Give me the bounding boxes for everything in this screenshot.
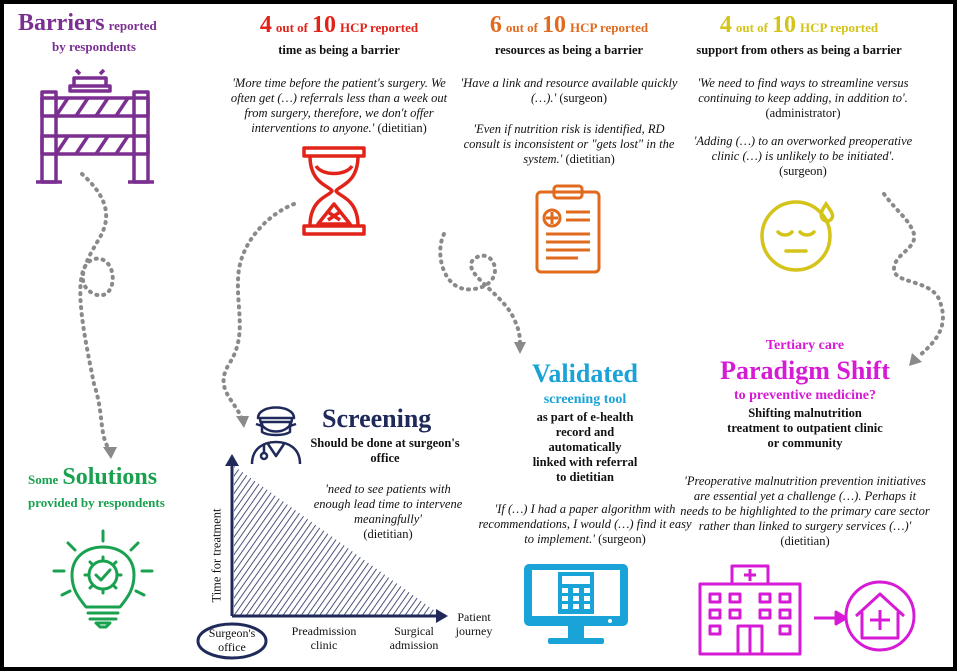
resources-mid: out of bbox=[505, 20, 539, 35]
support-quote1-text: 'We need to find ways to streamline vers… bbox=[697, 76, 909, 105]
infographic-canvas: Barriers reported by respondents 4 out o… bbox=[4, 4, 953, 667]
timeline-diagram bbox=[196, 454, 448, 660]
support-quote2-text: 'Adding (…) to an overworked preoperativ… bbox=[693, 134, 913, 163]
screening-subtitle: Should be done at surgeon's office bbox=[300, 436, 470, 466]
validated-line-1: as part of e-health bbox=[536, 410, 634, 424]
paradigm-quote: 'Preoperative malnutrition prevention in… bbox=[680, 474, 930, 549]
paradigm-subtitle: to preventive medicine? bbox=[733, 388, 877, 403]
validated-line-5: to dietitian bbox=[556, 470, 614, 484]
solutions-title: Solutions bbox=[62, 464, 158, 490]
hospital-to-home-icon bbox=[698, 564, 916, 656]
paradigm-block: Tertiary care Paradigm Shift to preventi… bbox=[690, 338, 920, 451]
paradigm-title: Paradigm Shift bbox=[720, 356, 890, 385]
support-barrier-block: 4 out of 10 HCP reported support from ot… bbox=[674, 12, 924, 58]
paradigm-line-2: treatment to outpatient clinic bbox=[727, 421, 883, 435]
support-mid: out of bbox=[735, 20, 769, 35]
support-suffix: HCP reported bbox=[800, 20, 879, 35]
resources-quote-1: 'Have a link and resource available quic… bbox=[456, 76, 682, 106]
screening-title: Screening bbox=[322, 404, 432, 433]
validated-quote-text: 'If (…) I had a paper algorithm with rec… bbox=[478, 502, 692, 546]
support-quote-1: 'We need to find ways to streamline vers… bbox=[690, 76, 916, 121]
paradigm-lines: Shifting malnutrition treatment to outpa… bbox=[690, 406, 920, 451]
time-mid: out of bbox=[275, 20, 309, 35]
dotted-connectors bbox=[78, 172, 945, 459]
paradigm-quote-text: 'Preoperative malnutrition prevention in… bbox=[680, 474, 930, 533]
stage-surgeons-office: Surgeon's office bbox=[208, 626, 256, 654]
validated-line-2: record and bbox=[555, 425, 615, 439]
time-num2: 10 bbox=[312, 12, 337, 38]
paradigm-pre: Tertiary care bbox=[765, 338, 845, 353]
time-attribution: (dietitian) bbox=[377, 121, 427, 135]
lightbulb-gear-icon bbox=[52, 529, 154, 629]
surgeon-icon bbox=[250, 406, 302, 465]
screening-quote-text: 'need to see patients with enough lead t… bbox=[313, 482, 463, 526]
validated-subtitle: screening tool bbox=[543, 392, 627, 407]
stage-preadmission-clinic: Preadmission clinic bbox=[291, 624, 357, 652]
resources-suffix: HCP reported bbox=[570, 20, 649, 35]
support-subtitle: support from others as being a barrier bbox=[696, 43, 902, 57]
screening-subtitle-line1: Should be done at surgeon's bbox=[310, 436, 460, 450]
stage-surgical-admission: Surgical admission bbox=[389, 624, 439, 652]
time-quote: 'More time before the patient's surgery.… bbox=[226, 76, 452, 136]
support-attribution2: (surgeon) bbox=[779, 164, 827, 178]
y-axis-label: Time for treatment bbox=[209, 508, 224, 603]
surgeons-office-highlight bbox=[196, 622, 268, 660]
validated-quote: 'If (…) I had a paper algorithm with rec… bbox=[474, 502, 696, 547]
resources-quote2-text: 'Even if nutrition risk is identified, R… bbox=[463, 122, 675, 166]
resources-attribution2: (dietitian) bbox=[565, 152, 615, 166]
time-subtitle: time as being a barrier bbox=[278, 43, 400, 57]
time-barrier-block: 4 out of 10 HCP reported time as being a… bbox=[214, 12, 464, 58]
screening-attribution: (dietitian) bbox=[363, 527, 413, 541]
validated-title: Validated bbox=[532, 359, 638, 388]
screening-subtitle-line2: office bbox=[370, 451, 400, 465]
worried-face-icon bbox=[760, 200, 835, 272]
clipboard-icon bbox=[535, 184, 601, 274]
resources-num1: 6 bbox=[489, 12, 502, 38]
validated-line-3: automatically bbox=[548, 440, 622, 454]
validated-lines: as part of e-health record and automatic… bbox=[490, 410, 680, 485]
support-num2: 10 bbox=[772, 12, 797, 38]
support-num1: 4 bbox=[719, 12, 732, 38]
paradigm-attribution: (dietitian) bbox=[780, 534, 830, 548]
paradigm-line-3: or community bbox=[767, 436, 843, 450]
validated-attribution: (surgeon) bbox=[598, 532, 646, 546]
barriers-header: Barriers reported by respondents bbox=[18, 10, 198, 55]
support-attribution1: (administrator) bbox=[765, 106, 841, 120]
solutions-header: Some Solutions provided by respondents bbox=[28, 464, 218, 511]
validated-block: Validated screening tool as part of e-he… bbox=[490, 360, 680, 485]
barriers-subtitle: by respondents bbox=[52, 39, 136, 54]
solutions-pre: Some bbox=[28, 472, 59, 487]
resources-attribution1: (surgeon) bbox=[559, 91, 608, 105]
resources-barrier-block: 6 out of 10 HCP reported resources as be… bbox=[444, 12, 694, 58]
resources-quote1-text: 'Have a link and resource available quic… bbox=[460, 76, 678, 105]
barricade-icon bbox=[36, 68, 154, 184]
barriers-title: Barriers bbox=[18, 10, 105, 36]
paradigm-line-1: Shifting malnutrition bbox=[748, 406, 862, 420]
hourglass-icon bbox=[302, 146, 366, 236]
time-quote-text: 'More time before the patient's surgery.… bbox=[230, 76, 448, 135]
time-shrinking-area bbox=[234, 466, 442, 616]
time-num1: 4 bbox=[259, 12, 272, 38]
screening-quote: 'need to see patients with enough lead t… bbox=[310, 482, 466, 542]
resources-num2: 10 bbox=[542, 12, 567, 38]
validated-line-4: linked with referral bbox=[532, 455, 638, 469]
support-quote-2: 'Adding (…) to an overworked preoperativ… bbox=[690, 134, 916, 179]
solutions-subtitle: provided by respondents bbox=[28, 495, 165, 510]
resources-subtitle: resources as being a barrier bbox=[494, 43, 644, 57]
time-suffix: HCP reported bbox=[340, 20, 419, 35]
computer-icon bbox=[524, 564, 628, 644]
x-axis-label: Patient journey bbox=[455, 610, 493, 638]
resources-quote-2: 'Even if nutrition risk is identified, R… bbox=[456, 122, 682, 167]
barriers-reported: reported bbox=[108, 18, 157, 33]
